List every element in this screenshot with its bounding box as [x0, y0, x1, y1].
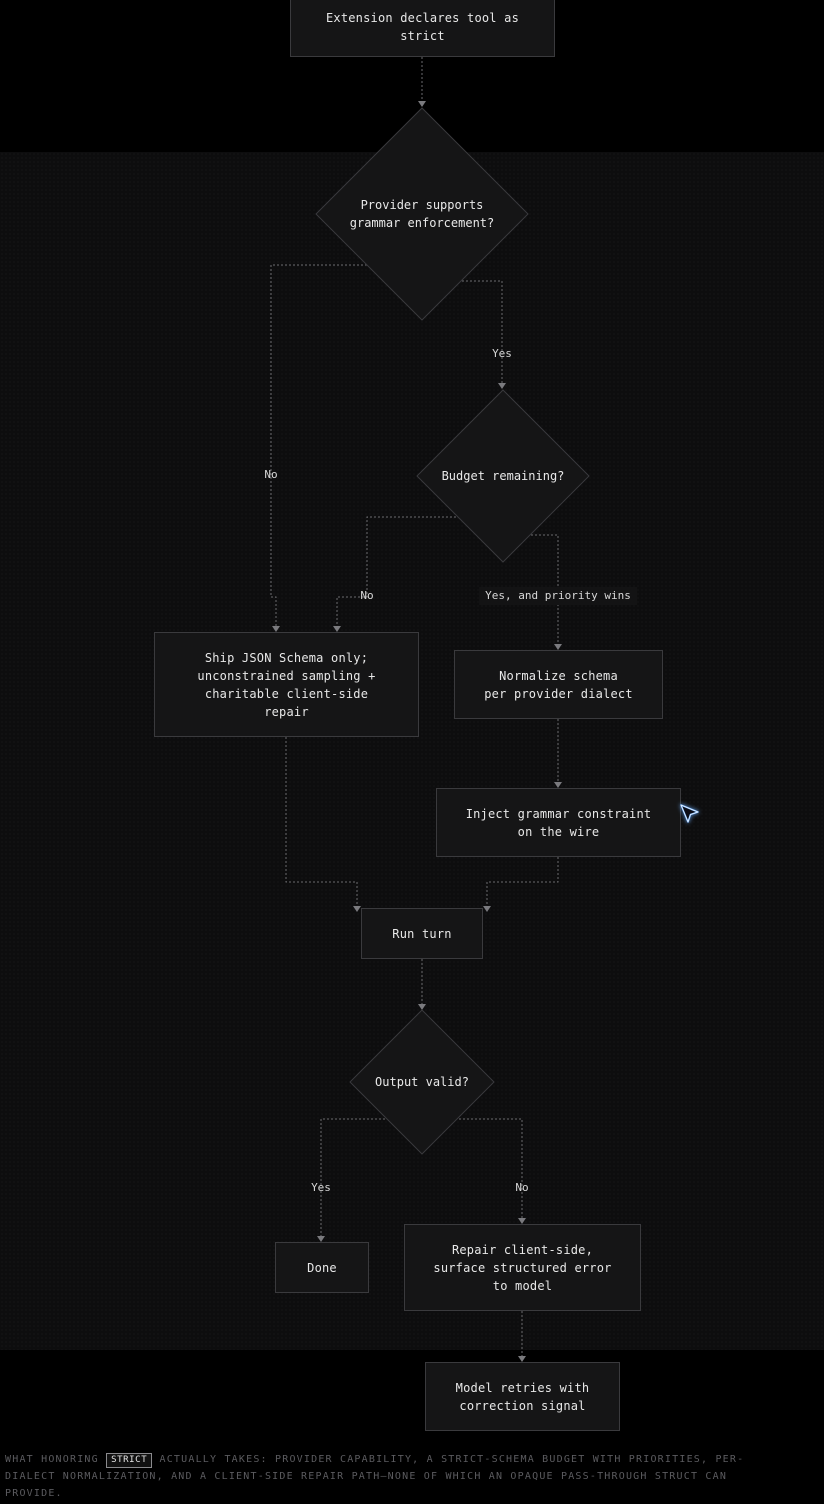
node-done: Done [275, 1242, 369, 1293]
node-extension-declares-line2: strict [400, 28, 445, 43]
caption-after: ACTUALLY TAKES: PROVIDER CAPABILITY, A S… [5, 1454, 745, 1499]
edge-label-budget-yes: Yes, and priority wins [479, 587, 637, 605]
edge-label-output-yes: Yes [311, 1181, 331, 1194]
arrowhead [418, 101, 426, 107]
decision-output-label: Output valid? [375, 1073, 469, 1091]
edge-inject-to-run [486, 857, 559, 906]
decision-output-line1: Output valid? [375, 1075, 469, 1089]
node-normalize-schema-line1: Normalize schema [499, 668, 618, 683]
node-ship-schema: Ship JSON Schema only; unconstrained sam… [154, 632, 419, 737]
edge-provider-yes [462, 280, 503, 383]
arrowhead [418, 1004, 426, 1010]
edge-provider-no [270, 264, 367, 626]
arrowhead [317, 1236, 325, 1242]
node-ship-schema-line4: repair [264, 704, 309, 719]
node-run-turn-line1: Run turn [392, 926, 452, 941]
node-model-retries: Model retries with correction signal [425, 1362, 620, 1431]
decision-budget-shape [416, 389, 590, 563]
arrowhead [353, 906, 361, 912]
edge-label-provider-no: No [264, 468, 278, 481]
node-normalize-schema: Normalize schema per provider dialect [454, 650, 663, 719]
node-extension-declares: Extension declares tool as strict [290, 0, 555, 57]
edge-label-budget-no: No [360, 589, 374, 602]
node-repair-client-line2: surface structured error [433, 1260, 612, 1275]
decision-provider-line1: Provider supports [360, 198, 484, 212]
arrowhead [518, 1356, 526, 1362]
arrowhead [554, 782, 562, 788]
arrowhead [518, 1218, 526, 1224]
node-inject-grammar: Inject grammar constraint on the wire [436, 788, 681, 857]
node-inject-grammar-line2: on the wire [517, 824, 600, 839]
edge-output-no [459, 1118, 523, 1218]
node-repair-client-line3: to model [492, 1278, 553, 1293]
node-ship-schema-line3: charitable client-side [204, 686, 369, 701]
mouse-pointer-icon [680, 804, 699, 823]
arrowhead [483, 906, 491, 912]
node-normalize-schema-line2: per provider dialect [484, 686, 633, 701]
edge-budget-yes [531, 534, 559, 644]
decision-budget-line1: Budget remaining? [441, 469, 565, 483]
decision-provider-label: Provider supports grammar enforcement? [350, 196, 495, 232]
edge-label-output-no: No [515, 1181, 529, 1194]
node-ship-schema-line1: Ship JSON Schema only; [204, 650, 369, 665]
node-done-line1: Done [307, 1260, 337, 1275]
node-model-retries-line1: Model retries with [455, 1380, 590, 1395]
decision-budget-label: Budget remaining? [442, 467, 565, 485]
arrowhead [498, 383, 506, 389]
edge-label-provider-yes: Yes [492, 347, 512, 360]
arrowhead [333, 626, 341, 632]
caption-before: WHAT HONORING [5, 1454, 99, 1465]
arrowhead [272, 626, 280, 632]
arrowhead [554, 644, 562, 650]
caption: WHAT HONORING STRICT ACTUALLY TAKES: PRO… [5, 1451, 785, 1502]
decision-provider-shape [315, 107, 529, 321]
edge-ship-to-run [285, 737, 358, 906]
node-inject-grammar-line1: Inject grammar constraint [465, 806, 652, 821]
node-model-retries-line2: correction signal [459, 1398, 586, 1413]
decision-provider-line2: grammar enforcement? [349, 216, 495, 230]
diagram-background-band [0, 152, 824, 1350]
decision-output-shape [349, 1009, 495, 1155]
node-repair-client-line1: Repair client-side, [451, 1242, 594, 1257]
caption-keyword-badge: STRICT [106, 1453, 153, 1468]
node-extension-declares-line1: Extension declares tool as [325, 10, 520, 25]
edge-budget-no [336, 516, 456, 626]
node-repair-client: Repair client-side, surface structured e… [404, 1224, 641, 1311]
edge-output-yes [320, 1118, 385, 1236]
node-run-turn: Run turn [361, 908, 483, 959]
node-ship-schema-line2: unconstrained sampling + [197, 668, 376, 683]
